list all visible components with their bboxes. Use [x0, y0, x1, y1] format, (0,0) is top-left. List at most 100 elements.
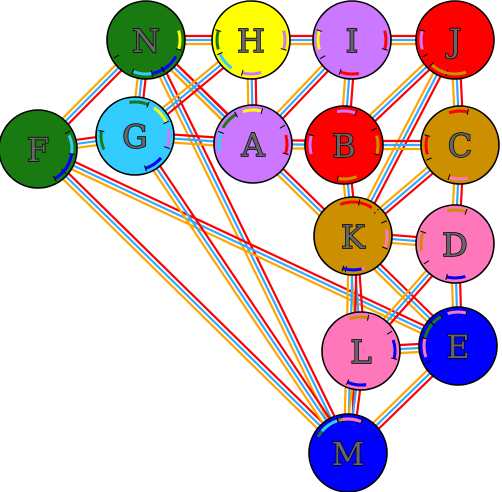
node-M-port-tick	[336, 417, 339, 424]
node-label: C	[448, 127, 472, 165]
node-K-port-tick	[381, 246, 388, 250]
node-B-port-tick	[354, 110, 358, 117]
node-D: D	[415, 204, 495, 284]
node-G-port-tick	[146, 101, 150, 108]
node-K: K	[313, 196, 393, 276]
node-H-port-tick	[215, 29, 222, 32]
node-C-port-B	[424, 135, 429, 155]
node-N-port-tick	[150, 70, 153, 77]
node-J: J	[415, 0, 495, 80]
node-E-port-tick	[421, 337, 428, 340]
node-I-port-tick	[381, 48, 388, 51]
node-F-port-tick	[52, 175, 57, 182]
node-E: E	[418, 306, 498, 386]
node-I-port-tick	[316, 29, 323, 32]
node-M-port-tick	[375, 435, 381, 439]
node-circle	[321, 311, 401, 391]
node-label: B	[332, 127, 356, 165]
node-label: D	[442, 226, 468, 264]
node-B-port-tick	[336, 175, 339, 182]
node-J-port-tick	[429, 62, 435, 68]
node-J-port-tick	[421, 53, 428, 58]
node-K-port-M	[342, 266, 363, 272]
node-F: F	[0, 109, 78, 189]
node-B-port-tick	[371, 127, 378, 132]
edge-F-E-strand	[39, 144, 461, 344]
node-I-port-tick	[338, 68, 342, 75]
node-E-port-tick	[425, 360, 431, 364]
node-label: K	[341, 218, 366, 256]
edge-G-M-strand	[130, 137, 346, 456]
node-N-port-tick	[113, 54, 120, 59]
node-label: F	[27, 131, 49, 169]
node-I: I	[312, 0, 392, 80]
node-G-port-tick	[163, 120, 170, 125]
node-L: L	[321, 311, 401, 391]
node-J-port-I	[419, 30, 424, 50]
node-circle	[95, 96, 175, 176]
node-G: G	[95, 96, 175, 176]
node-E-port-tick	[465, 310, 468, 317]
node-E-port-D	[447, 310, 467, 316]
node-C-port-tick	[424, 134, 431, 137]
node-N-port-tick	[175, 48, 182, 51]
node-label: G	[122, 118, 148, 156]
edge-F-M	[34, 145, 352, 457]
node-label: A	[240, 126, 265, 164]
node-L-port-tick	[345, 379, 350, 386]
node-label: H	[237, 22, 265, 60]
node-circle	[415, 0, 495, 80]
node-G-port-tick	[144, 165, 147, 172]
node-circle	[418, 306, 498, 386]
node-I-port-J	[383, 30, 388, 50]
node-A-port-B	[284, 134, 289, 155]
node-M-port-tick	[359, 418, 364, 425]
node-K-port-tick	[358, 199, 361, 206]
node-A-port-H	[242, 108, 263, 113]
node-H: H	[211, 0, 291, 80]
node-L-port-tick	[366, 314, 370, 321]
node-N-port-H	[177, 30, 182, 50]
edge-N-M-strand	[141, 41, 346, 456]
node-label: I	[346, 22, 359, 60]
node-label: E	[446, 328, 469, 366]
node-I-port-H	[316, 30, 321, 50]
node-D-port-tick	[464, 208, 468, 215]
node-C-port-tick	[466, 108, 470, 115]
node-A-port-tick	[234, 111, 239, 118]
node-K-port-tick	[381, 220, 387, 224]
node-G-port-tick	[98, 130, 105, 132]
node-circle	[0, 109, 78, 189]
node-G-port-tick	[163, 146, 170, 150]
edge-F-M-strand	[34, 151, 346, 457]
node-N-port-tick	[160, 66, 165, 73]
node-D-port-tick	[420, 230, 427, 234]
node-A-port-tick	[218, 130, 225, 134]
node-N: N	[106, 0, 186, 80]
node-I-port-tick	[319, 55, 326, 60]
edge-G-M	[130, 133, 353, 456]
edge-G-M-strand	[137, 133, 353, 452]
node-B-port-tick	[373, 153, 380, 156]
node-C: C	[420, 105, 500, 185]
node-H-port-I	[282, 30, 287, 50]
node-circle	[106, 0, 186, 80]
node-label: M	[332, 435, 365, 473]
node-K-port-tick	[341, 265, 345, 272]
node-circle	[312, 0, 392, 80]
node-H-port-N	[215, 30, 220, 50]
node-E-port-tick	[439, 313, 444, 320]
node-A-port-tick	[279, 124, 286, 129]
node-circle	[211, 0, 291, 80]
node-A-port-tick	[282, 152, 289, 156]
node-circle	[420, 105, 500, 185]
node-label: L	[350, 333, 371, 371]
edges-layer	[34, 34, 466, 457]
node-D-port-tick	[445, 273, 448, 280]
node-B-port-A	[308, 134, 313, 155]
node-N-port-tick	[131, 68, 135, 75]
node-label: N	[132, 22, 160, 60]
node-A-port-tick	[260, 108, 264, 115]
